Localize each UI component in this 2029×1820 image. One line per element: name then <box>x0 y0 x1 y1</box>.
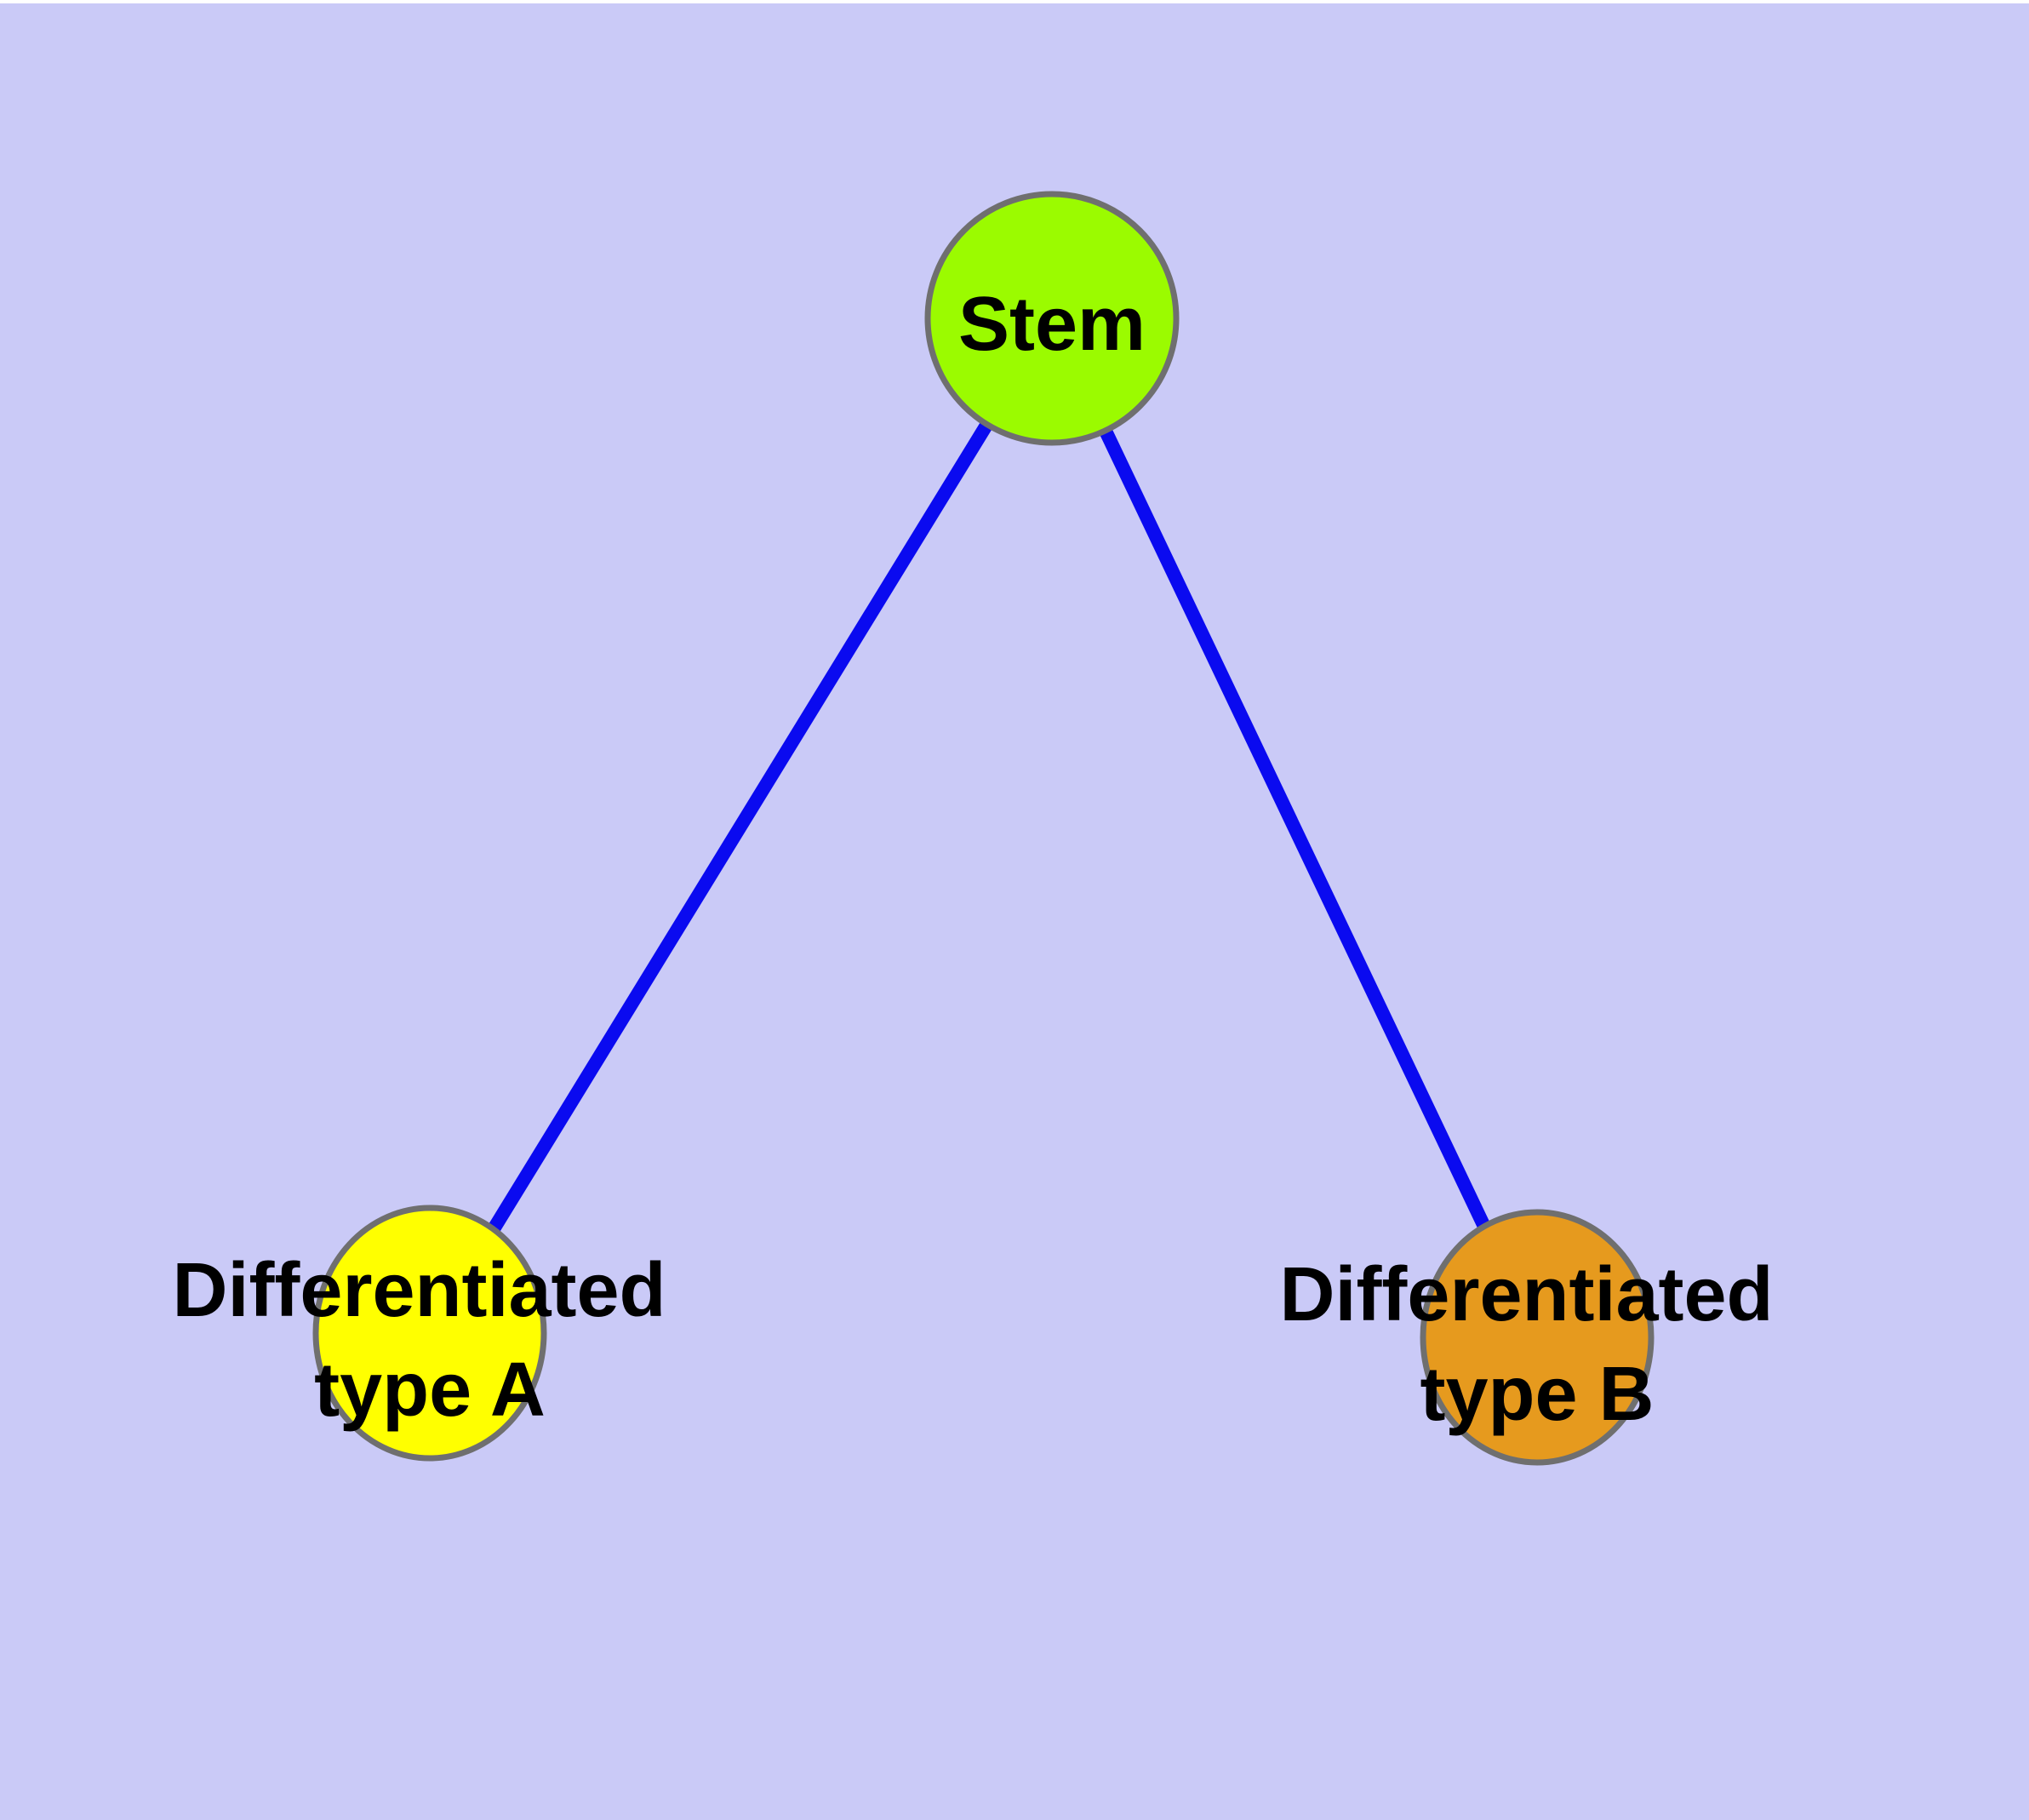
node-type-a-label: Differentiated type A <box>172 1248 687 1433</box>
node-differentiated-type-b <box>1420 1209 1655 1466</box>
node-type-a-label-line1: Differentiated <box>172 1248 666 1333</box>
node-type-b-label: Differentiated type B <box>1279 1252 1794 1437</box>
edge-stem-to-type-a <box>424 314 1058 1337</box>
node-type-b-label-line1: Differentiated <box>1279 1252 1773 1337</box>
node-differentiated-type-a <box>312 1205 547 1462</box>
node-type-b-label-line2: type B <box>1420 1352 1654 1437</box>
node-stem-label: Stem <box>958 282 1146 367</box>
edge-stem-to-type-b <box>1045 315 1544 1341</box>
node-stem <box>924 191 1180 446</box>
node-type-a-label-line2: type A <box>314 1348 546 1433</box>
